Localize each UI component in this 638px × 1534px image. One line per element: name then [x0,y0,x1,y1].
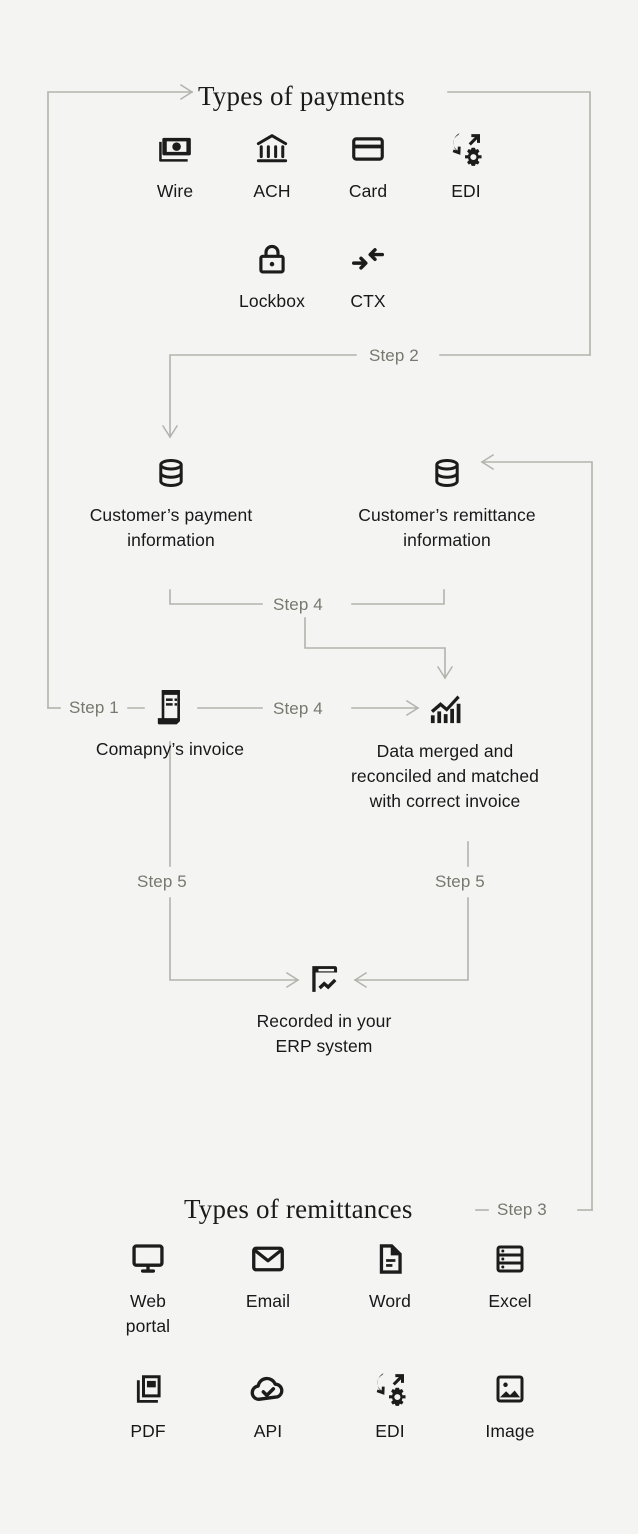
node-label-line1: Customer’s payment [89,505,253,525]
step-label-3: Step 3 [490,1200,554,1220]
node-label-line1: Recorded in your [256,1011,392,1031]
step-label-5-left: Step 5 [130,872,194,892]
payments-heading: Types of payments [198,81,405,111]
step-label-1: Step 1 [62,698,126,718]
spreadsheet-icon [470,1238,550,1280]
database-icon [40,452,302,494]
step3-path [481,461,593,1211]
receipt-icon [50,688,290,728]
payment-type-ctx[interactable]: CTX [328,238,408,314]
remittances-heading: Types of remittances [184,1194,413,1224]
payment-type-label: EDI [451,181,481,201]
payment-type-card[interactable]: Card [328,128,408,204]
remittance-type-image[interactable]: Image [470,1368,550,1444]
step-label-4-flow: Step 4 [266,699,330,719]
node-label-line3: with correct invoice [369,790,521,811]
padlock-icon [232,238,312,280]
step4-merge-drop [304,617,446,679]
credit-card-icon [328,128,408,170]
edi-exchange-gear-icon [426,128,506,170]
node-label-line1: Customer’s remittance [358,505,536,525]
step-label-2: Step 2 [362,346,426,366]
remittance-type-label: Web [130,1291,166,1311]
remittance-type-email[interactable]: Email [228,1238,308,1314]
payment-type-label: ACH [253,181,291,201]
remittance-type-api[interactable]: API [228,1368,308,1444]
payment-type-lockbox[interactable]: Lockbox [232,238,312,314]
remittance-type-excel[interactable]: Excel [470,1238,550,1314]
bank-icon [232,128,312,170]
payment-type-label: Wire [156,181,194,201]
edi-exchange-gear-icon [350,1368,430,1410]
step2-arrowhead [161,424,179,439]
remittance-type-edi[interactable]: EDI [350,1368,430,1444]
database-icon [316,452,578,494]
node-customer-payment-information[interactable]: Customer’s payment information [40,452,302,553]
bar-chart-trend-icon [320,688,570,730]
step2-h-left [169,354,357,438]
node-customer-remittance-information[interactable]: Customer’s remittance information [316,452,578,553]
step-label-5-right: Step 5 [428,872,492,892]
node-label-line1: Data merged and [376,741,514,761]
payment-type-wire[interactable]: Wire [135,128,215,204]
monitor-icon [108,1238,188,1280]
envelope-icon [228,1238,308,1280]
converging-arrows-icon [328,238,408,280]
node-label-line2: ERP system [275,1035,373,1056]
cloud-check-icon [228,1368,308,1410]
remittance-type-label: Image [485,1421,535,1441]
report-chart-icon [204,958,444,1000]
step4-merge-right [351,589,445,605]
remittance-type-label: PDF [130,1421,166,1441]
image-icon [470,1368,550,1410]
remittance-type-label: Email [245,1291,291,1311]
payment-type-label: CTX [350,291,386,311]
node-company-invoice[interactable]: Comapny’s invoice [50,688,290,762]
node-erp-system[interactable]: Recorded in your ERP system [204,958,444,1059]
remittance-type-word[interactable]: Word [350,1238,430,1314]
banknote-icon [135,128,215,170]
remittance-type-label: EDI [375,1421,405,1441]
payment-type-label: Card [348,181,388,201]
node-label-line2: information [127,529,215,550]
remittance-type-label: Excel [488,1291,532,1311]
remittance-type-label: Word [369,1291,411,1311]
document-icon [350,1238,430,1280]
payment-type-ach[interactable]: ACH [232,128,312,204]
node-label-line1: Comapny’s invoice [95,739,245,759]
step4-merge-left [169,589,263,605]
step-label-4-merge: Step 4 [266,595,330,615]
payment-type-edi[interactable]: EDI [426,128,506,204]
remittance-type-pdf[interactable]: PDF [108,1368,188,1444]
step1-arrowhead [179,83,194,101]
step4-merge-arrowhead [436,665,454,680]
node-data-merged[interactable]: Data merged and reconciled and matched w… [320,688,570,814]
node-label-line2: reconciled and matched [350,765,539,786]
remittance-type-label-2: portal [125,1315,171,1336]
remittance-type-web-portal[interactable]: Web portal [108,1238,188,1339]
remittance-type-label: API [253,1421,283,1441]
payment-type-label: Lockbox [239,291,305,311]
pdf-file-icon [108,1368,188,1410]
node-label-line2: information [403,529,491,550]
